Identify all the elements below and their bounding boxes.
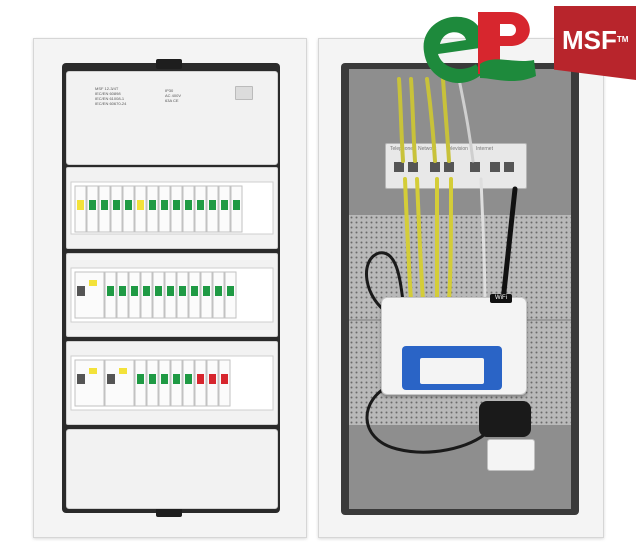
breaker-lever — [179, 286, 186, 296]
breaker-lever — [77, 374, 85, 384]
wifi-badge-text: WiFi — [495, 295, 507, 301]
patch-label: Television — [446, 146, 468, 152]
breaker-lever — [101, 200, 108, 210]
breaker-lever — [161, 200, 168, 210]
router-bracket-cutout — [420, 358, 484, 384]
rating-line: 63A CE — [165, 98, 179, 103]
breaker-row-3-graphic — [70, 355, 274, 411]
network-cables — [365, 77, 518, 454]
breaker-lever — [173, 200, 180, 210]
msf-badge-text: MSFTM — [562, 26, 628, 54]
rating-line: IP30 — [165, 88, 174, 93]
breaker-lever — [137, 200, 144, 210]
breaker-lever — [209, 374, 216, 384]
breaker-lever — [203, 286, 210, 296]
brand-sticker-icon — [235, 86, 253, 100]
spec-line: MSF 12-3/4T — [95, 86, 119, 91]
patch-label: Network — [418, 146, 437, 152]
breaker-lever — [233, 200, 240, 210]
rating-line: AC 400V — [165, 93, 182, 98]
breaker-lever — [155, 286, 162, 296]
breaker-lever — [137, 374, 144, 384]
breaker-lever — [221, 200, 228, 210]
msf-tm: TM — [616, 35, 629, 44]
right-cabinet-frame: Telephone Network Television Internet — [318, 38, 604, 538]
breaker-lever — [107, 286, 114, 296]
rcd-test-button — [119, 368, 127, 374]
top-lock-tab — [156, 59, 182, 69]
ep-logo — [423, 12, 536, 83]
breaker-row-2-graphic — [70, 267, 274, 323]
breaker-lever — [221, 374, 228, 384]
msf-text: MSF — [562, 25, 617, 55]
spec-text: MSF 12-3/4T IEC/EN 60898 IEC/EN 61008-1 … — [95, 86, 175, 106]
breaker-lever — [107, 374, 115, 384]
breaker-lever — [131, 286, 138, 296]
breaker-lever — [119, 286, 126, 296]
breaker-row-1-graphic — [70, 181, 274, 235]
top-info-cover: MSF 12-3/4T IEC/EN 60898 IEC/EN 61008-1 … — [66, 71, 278, 165]
breaker-lever — [149, 200, 156, 210]
breaker-lever — [149, 374, 156, 384]
breaker-lever — [89, 200, 96, 210]
bottom-lock-tab — [156, 507, 182, 517]
breaker-row-2 — [66, 253, 278, 337]
breaker-lever — [77, 286, 85, 296]
rcd-test-button — [89, 280, 97, 286]
breaker-lever — [191, 286, 198, 296]
patch-ports — [394, 162, 514, 172]
router-blue-bracket — [402, 346, 502, 390]
breaker-lever — [215, 286, 222, 296]
breaker-lever — [173, 374, 180, 384]
breaker-lever — [197, 374, 204, 384]
breaker-row-3 — [66, 341, 278, 425]
logo-p-red — [478, 12, 530, 74]
breaker-lever — [185, 374, 192, 384]
spec-line: IEC/EN 61008-1 — [95, 96, 125, 101]
patch-label: Internet — [476, 146, 493, 152]
breaker-lever — [143, 286, 150, 296]
power-socket — [487, 439, 535, 471]
msf-badge: MSFTM — [554, 6, 636, 80]
breaker-row-1 — [66, 167, 278, 249]
breaker-lever — [185, 200, 192, 210]
spec-line: IEC/EN 60670-24 — [95, 101, 127, 106]
breaker-lever — [125, 200, 132, 210]
logo-p-green-accent — [480, 59, 536, 82]
breaker-lever — [113, 200, 120, 210]
breaker-lever — [167, 286, 174, 296]
bottom-cover — [66, 429, 278, 509]
left-cabinet-frame: MSF 12-3/4T IEC/EN 60898 IEC/EN 61008-1 … — [33, 38, 307, 538]
rating-text: IP30 AC 400V 63A CE — [165, 88, 205, 103]
breaker-lever — [77, 200, 84, 210]
breaker-lever — [161, 374, 168, 384]
spec-line: IEC/EN 60898 — [95, 91, 121, 96]
power-adapter — [479, 401, 531, 437]
breaker-lever — [197, 200, 204, 210]
logo-e-green — [423, 16, 483, 83]
rcd-test-button — [89, 368, 97, 374]
wifi-badge: WiFi — [490, 294, 512, 303]
wifi-router: WiFi — [381, 294, 527, 395]
breaker-lever — [209, 200, 216, 210]
breaker-lever — [227, 286, 234, 296]
